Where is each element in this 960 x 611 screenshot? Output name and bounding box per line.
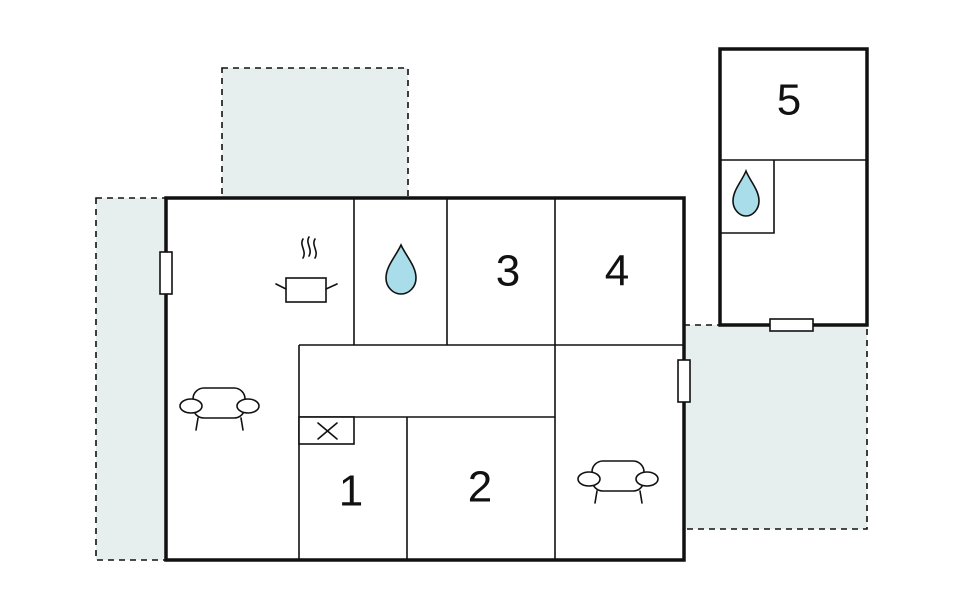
terrace-top	[221, 67, 409, 199]
terrace-right	[683, 324, 868, 530]
door-right	[677, 359, 691, 403]
room-label-1: 1	[339, 467, 363, 516]
door-left	[159, 251, 173, 295]
room-label-5: 5	[777, 76, 801, 125]
room-label-3: 3	[496, 247, 520, 296]
stove-hob-icon	[298, 416, 355, 445]
door-annex	[769, 318, 814, 332]
water-drop-icon	[732, 168, 760, 217]
water-drop-icon	[385, 243, 417, 295]
main-building	[164, 196, 686, 562]
cooking-pot-icon	[275, 236, 338, 303]
room-label-4: 4	[605, 247, 629, 296]
sofa-icon	[577, 460, 659, 504]
room-label-2: 2	[468, 463, 492, 512]
sofa-icon	[179, 387, 260, 431]
terrace-left	[95, 197, 167, 561]
